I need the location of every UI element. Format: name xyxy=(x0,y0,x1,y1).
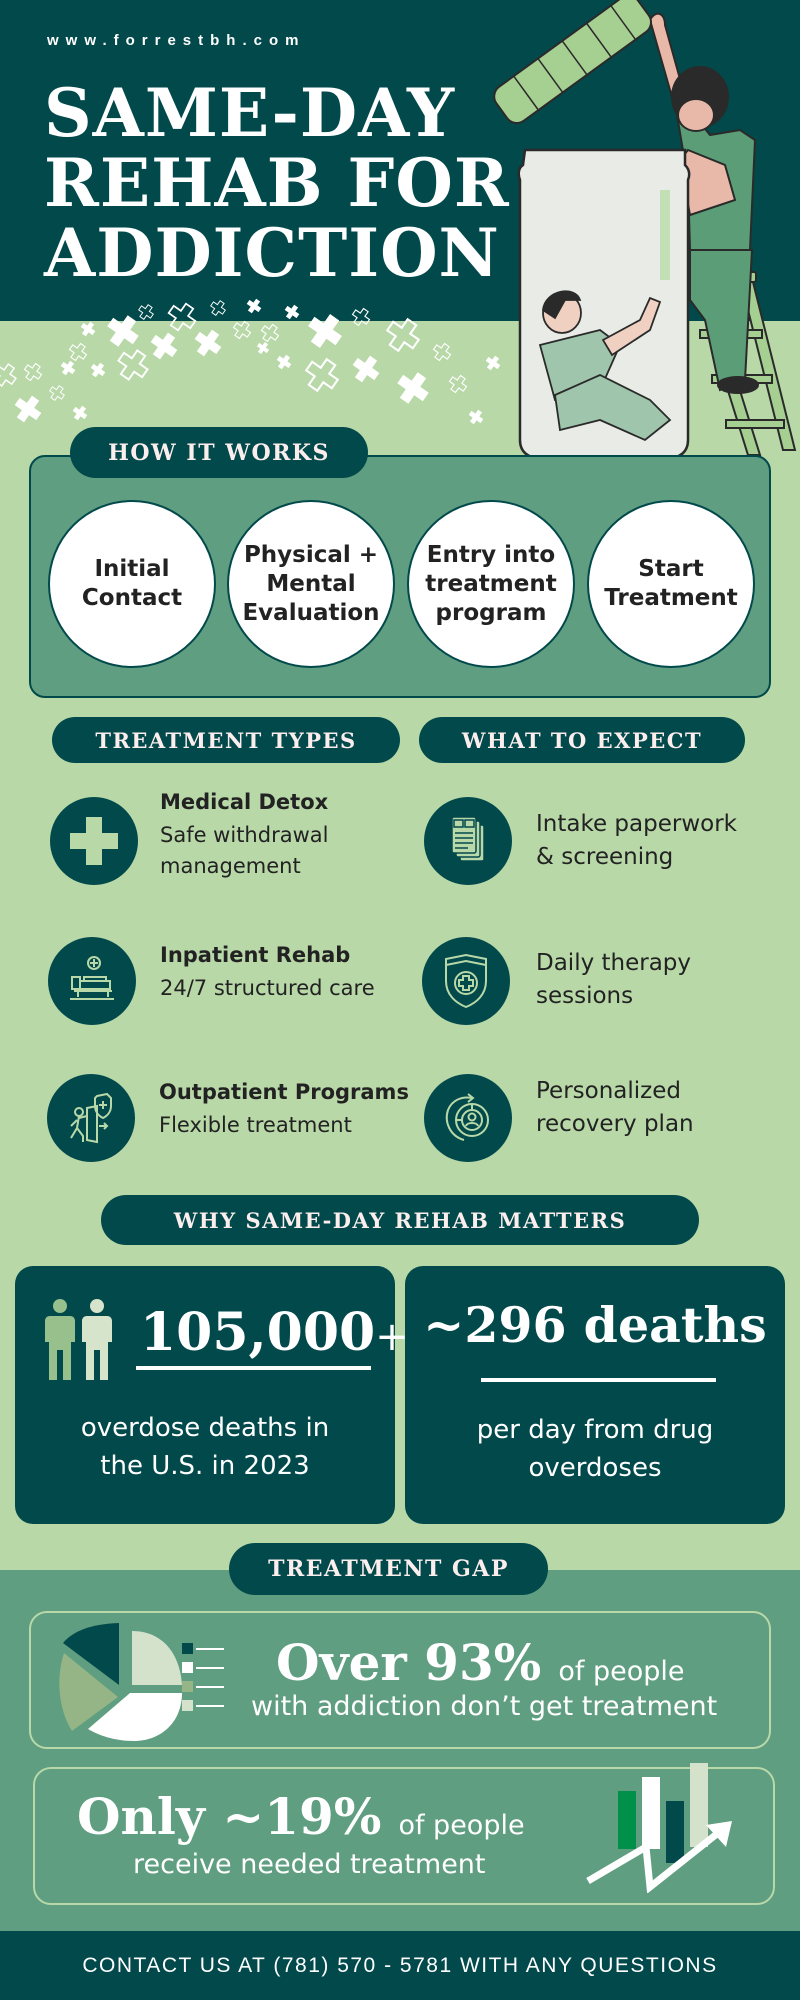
stat-value: ~296 deaths xyxy=(423,1296,767,1354)
jar-rescue-illustration-icon xyxy=(493,0,797,460)
gap-percent: Over 93% xyxy=(276,1633,542,1692)
stat-caption-line: overdoses xyxy=(528,1453,662,1483)
title-line-1: SAME-DAY xyxy=(44,74,456,152)
treatment-desc: 24/7 structured care xyxy=(160,976,375,1000)
documents-icon xyxy=(424,797,512,885)
recovery-cycle-icon xyxy=(424,1074,512,1162)
stat-card-daily-deaths: ~296 deaths per day from drug overdoses xyxy=(405,1266,785,1524)
treatment-gap-heading: TREATMENT GAP xyxy=(229,1543,548,1595)
treatment-title: Medical Detox xyxy=(160,790,329,814)
stat-suffix: + xyxy=(375,1314,409,1360)
treatment-item-detox: Medical Detox Safe withdrawal management xyxy=(160,790,328,882)
expect-text: Intake paperwork xyxy=(536,811,737,837)
what-to-expect-heading: WHAT TO EXPECT xyxy=(419,717,745,763)
stat-value: 105,000 xyxy=(140,1302,376,1363)
pie-chart-icon xyxy=(59,1623,224,1741)
stat-caption-line: overdose deaths in xyxy=(80,1413,330,1443)
people-icon xyxy=(45,1299,112,1380)
gap-percent-label: of people xyxy=(558,1656,685,1687)
gap-caption: receive needed treatment xyxy=(133,1849,486,1880)
title-line-3: ADDICTION xyxy=(44,214,500,292)
stat-caption: per day from drug overdoses xyxy=(405,1411,785,1487)
hospital-bed-icon xyxy=(48,937,136,1025)
stat-divider xyxy=(481,1378,716,1382)
treatment-title: Outpatient Programs xyxy=(159,1080,409,1104)
growth-chart-icon xyxy=(586,1763,732,1893)
gap-percent-label: of people xyxy=(398,1810,525,1841)
stat-divider xyxy=(136,1366,371,1370)
site-url: www.forrestbh.com xyxy=(47,32,306,49)
expect-text: Daily therapy xyxy=(536,950,692,976)
expect-item-intake: Intake paperwork & screening xyxy=(536,808,737,874)
treatment-desc: management xyxy=(160,854,301,878)
treatment-desc: Flexible treatment xyxy=(159,1113,352,1137)
step-initial-contact: Initial Contact xyxy=(48,500,216,668)
treatment-item-outpatient: Outpatient Programs Flexible treatment xyxy=(159,1080,409,1141)
expect-text: sessions xyxy=(536,983,634,1009)
contact-text: CONTACT US AT (781) 570 - 5781 WITH ANY … xyxy=(82,1953,718,1977)
footer: CONTACT US AT (781) 570 - 5781 WITH ANY … xyxy=(0,1931,800,2000)
expect-text: Personalized xyxy=(536,1078,681,1104)
how-it-works-heading: HOW IT WORKS xyxy=(70,427,368,478)
gap-headline: Over 93% of people xyxy=(276,1633,685,1692)
treatment-desc: Safe withdrawal xyxy=(160,823,329,847)
expect-text: recovery plan xyxy=(536,1111,694,1137)
treatment-types-heading: TREATMENT TYPES xyxy=(52,717,400,763)
stat-number: 105,000+ xyxy=(140,1302,409,1363)
treatment-title: Inpatient Rehab xyxy=(160,943,351,967)
stat-caption-line: per day from drug xyxy=(476,1415,714,1445)
gap-caption: with addiction don’t get treatment xyxy=(251,1691,718,1722)
page-title: SAME-DAY REHAB FOR ADDICTION xyxy=(44,78,510,288)
medical-cross-icon xyxy=(50,797,138,885)
expect-item-plan: Personalized recovery plan xyxy=(536,1075,694,1141)
title-line-2: REHAB FOR xyxy=(44,144,510,222)
gap-fact-untreated: Over 93% of people with addiction don’t … xyxy=(29,1611,771,1749)
stat-caption-line: the U.S. in 2023 xyxy=(100,1451,310,1481)
step-evaluation: Physical + Mental Evaluation xyxy=(227,500,395,668)
treatment-item-inpatient: Inpatient Rehab 24/7 structured care xyxy=(160,943,375,1004)
why-matters-heading: WHY SAME-DAY REHAB MATTERS xyxy=(101,1195,699,1245)
gap-percent: Only ~19% xyxy=(77,1787,382,1846)
stat-card-annual-deaths: 105,000+ overdose deaths in the U.S. in … xyxy=(15,1266,409,1524)
expect-item-therapy: Daily therapy sessions xyxy=(536,947,691,1013)
step-start-treatment: Start Treatment xyxy=(587,500,755,668)
step-program-entry: Entry into treatment program xyxy=(407,500,575,668)
expect-text: & screening xyxy=(536,844,674,870)
person-exit-door-icon xyxy=(47,1074,135,1162)
gap-headline: Only ~19% of people xyxy=(77,1787,525,1846)
gap-fact-treated: Only ~19% of people receive needed treat… xyxy=(33,1763,775,1905)
shield-medical-icon xyxy=(422,937,510,1025)
stat-number: ~296 deaths xyxy=(405,1296,785,1354)
stat-caption: overdose deaths in the U.S. in 2023 xyxy=(15,1409,395,1485)
